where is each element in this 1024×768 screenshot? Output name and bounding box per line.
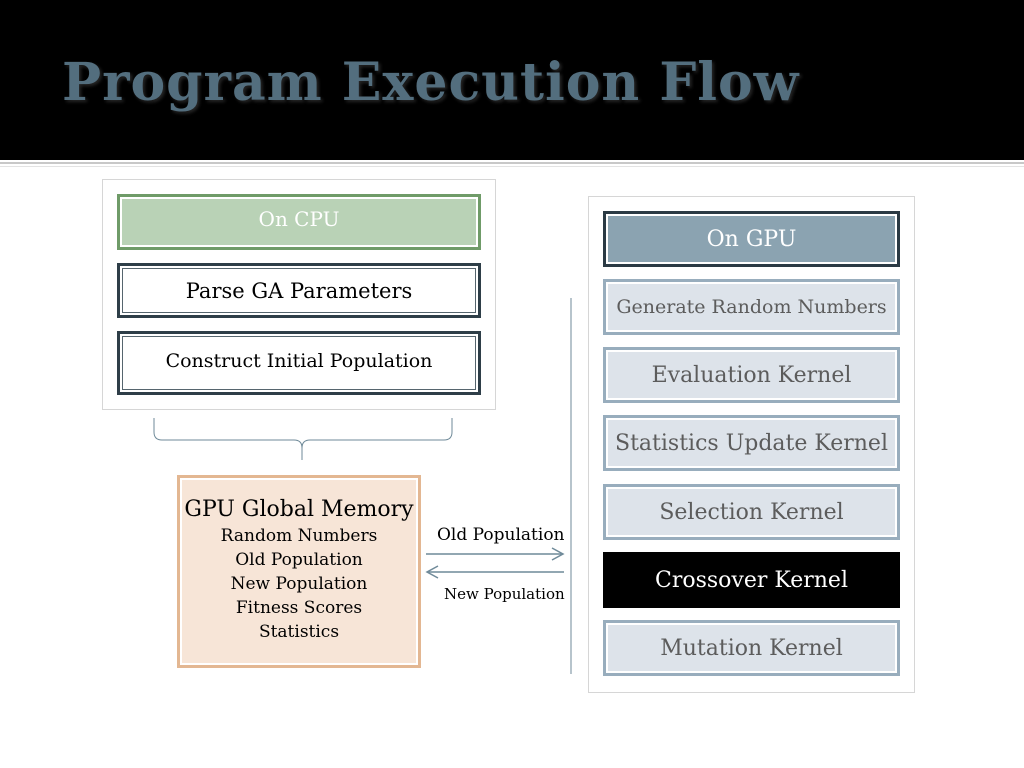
title-bar: Program Execution Flow xyxy=(0,0,1024,160)
kernel-selection: Selection Kernel xyxy=(603,484,900,540)
divider-line-thin xyxy=(0,166,1024,167)
kernel-statistics-update: Statistics Update Kernel xyxy=(603,415,900,471)
memory-item: Random Numbers xyxy=(220,526,378,546)
kernel-label: Statistics Update Kernel xyxy=(615,430,888,456)
gpu-global-memory-box: GPU Global Memory Random Numbers Old Pop… xyxy=(177,475,421,668)
kernel-label: Mutation Kernel xyxy=(660,635,843,661)
cpu-header-box: On CPU xyxy=(117,194,481,250)
old-population-label: Old Population xyxy=(437,525,565,545)
cpu-step-label: Construct Initial Population xyxy=(165,350,433,372)
kernel-mutation: Mutation Kernel xyxy=(603,620,900,676)
divider-line xyxy=(0,162,1024,164)
memory-item: Statistics xyxy=(258,622,340,642)
kernel-generate-random-numbers: Generate Random Numbers xyxy=(603,279,900,335)
kernel-evaluation: Evaluation Kernel xyxy=(603,347,900,403)
cpu-bracket xyxy=(153,418,453,460)
slide-title: Program Execution Flow xyxy=(62,52,800,113)
kernel-label: Crossover Kernel xyxy=(655,567,848,593)
arrow-new-population xyxy=(425,565,564,579)
arrow-old-population xyxy=(426,547,565,561)
memory-title: GPU Global Memory xyxy=(184,497,414,522)
cpu-step-parse-parameters: Parse GA Parameters xyxy=(117,263,481,318)
memory-item: New Population xyxy=(230,574,368,594)
gpu-header-label: On GPU xyxy=(706,226,797,252)
new-population-label: New Population xyxy=(444,585,565,603)
cpu-step-label: Parse GA Parameters xyxy=(185,278,413,303)
kernel-label: Selection Kernel xyxy=(659,499,844,525)
memory-item: Old Population xyxy=(235,550,363,570)
kernel-crossover: Crossover Kernel xyxy=(603,552,900,608)
cpu-step-construct-population: Construct Initial Population xyxy=(117,331,481,395)
gpu-header-box: On GPU xyxy=(603,211,900,267)
cpu-header-label: On CPU xyxy=(258,207,340,231)
memory-item: Fitness Scores xyxy=(235,598,363,618)
kernel-label: Generate Random Numbers xyxy=(616,296,887,318)
kernel-label: Evaluation Kernel xyxy=(651,362,852,388)
